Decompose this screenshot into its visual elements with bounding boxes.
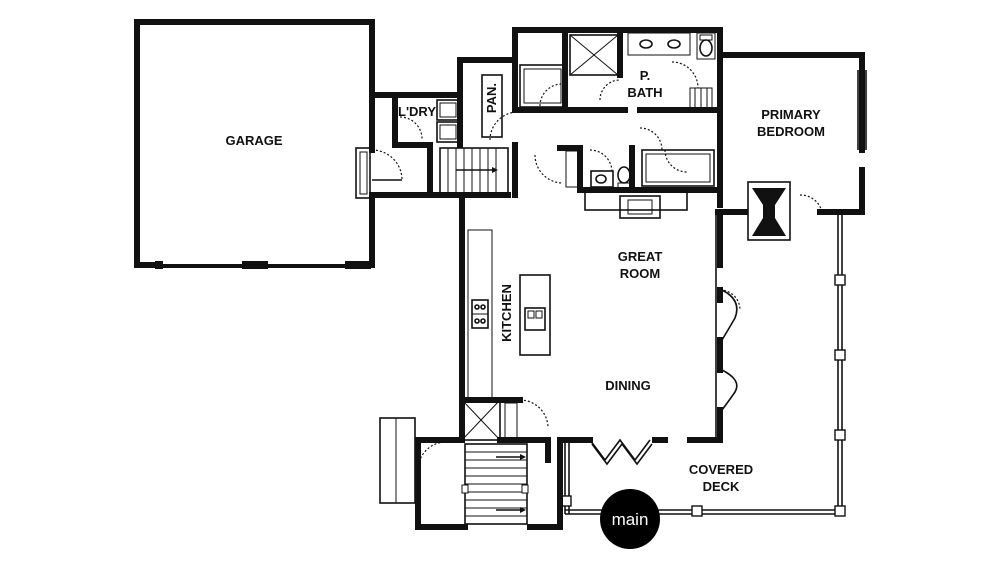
rear-stair bbox=[427, 147, 511, 198]
room-label-covered-deck-line2: DECK bbox=[703, 479, 740, 494]
garage-walls bbox=[134, 19, 375, 269]
bedroom-fireplace bbox=[747, 181, 791, 241]
laundry-walls bbox=[369, 57, 463, 198]
room-label-primary-bedroom-line2: BEDROOM bbox=[757, 124, 825, 139]
room-label-kitchen: KITCHEN bbox=[499, 284, 514, 342]
room-label-pantry: PAN. bbox=[484, 83, 499, 113]
hall-core bbox=[512, 127, 723, 219]
primary-bedroom-walls bbox=[715, 52, 867, 215]
front-stair bbox=[379, 397, 563, 530]
garage-door-steps bbox=[355, 147, 403, 199]
room-label-covered-deck-line1: COVERED bbox=[689, 462, 753, 477]
room-label-great-room-line1: GREAT bbox=[618, 249, 663, 264]
main-walls bbox=[459, 192, 741, 466]
room-label-garage: GARAGE bbox=[225, 133, 282, 148]
level-badge: main bbox=[600, 489, 660, 549]
hall-closet bbox=[519, 64, 566, 108]
room-label-laundry: L'DRY bbox=[398, 104, 436, 119]
room-label-primary-bedroom-line1: PRIMARY bbox=[761, 107, 821, 122]
room-label-primary-bath-line1: P. bbox=[640, 68, 651, 83]
room-label-primary-bath-line2: BATH bbox=[627, 85, 662, 100]
level-badge-label: main bbox=[612, 510, 649, 529]
primary-bath-walls bbox=[512, 27, 723, 113]
room-label-dining: DINING bbox=[605, 378, 651, 393]
room-label-great-room-line2: ROOM bbox=[620, 266, 660, 281]
